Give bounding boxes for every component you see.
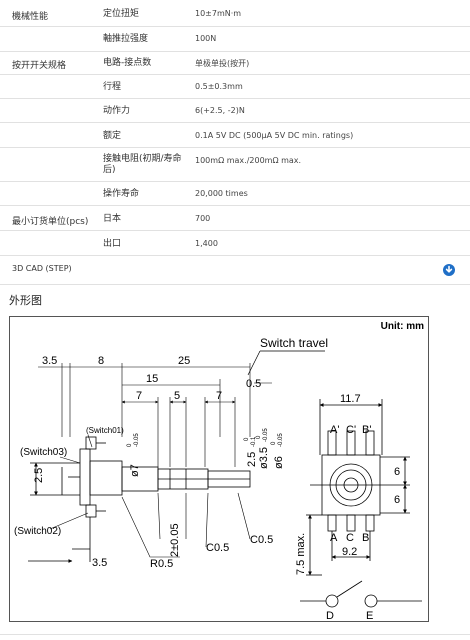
spec-value: 0.5±0.3mm [195, 82, 243, 91]
unit-label: Unit: mm [381, 321, 424, 332]
switch01-label: (Switch01) [86, 426, 124, 435]
dim-phi3-5-tol: -0.05 [263, 428, 269, 442]
spec-item: 軸推拉强度 [103, 34, 149, 44]
dim-11-7: 11.7 [340, 393, 361, 405]
spec-group: 最小订货单位(pcs) [12, 217, 89, 227]
spec-row: 機械性能 定位扭矩 10±7mN·m [0, 0, 470, 27]
dim-phi7-tol0: 0 [127, 443, 133, 447]
spec-row: 出口 1,400 [0, 231, 470, 256]
pin-a-prime: A' [330, 424, 339, 436]
spec-table: 機械性能 定位扭矩 10±7mN·m 軸推拉强度 100N 按开开关规格 电路-… [0, 0, 470, 256]
spec-group: 按开开关规格 [12, 61, 67, 71]
pin-b: B [362, 532, 369, 544]
download-icon[interactable] [443, 264, 455, 276]
spec-value: 700 [195, 214, 211, 223]
switch02-label: (Switch02) [14, 526, 61, 537]
spec-row: 按开开关规格 电路-接点数 单极单投(按开) [0, 52, 470, 75]
spec-item: 定位扭矩 [103, 9, 140, 19]
switch-travel-label: Switch travel [260, 336, 328, 350]
spec-row: 行程 0.5±0.3mm [0, 75, 470, 99]
spec-row: 最小订货单位(pcs) 日本 700 [0, 206, 470, 231]
dim-6b: 6 [394, 494, 400, 506]
dim-2-5-v-tol: -0.1 [251, 436, 257, 447]
spec-row: 接触电阻(初期/寿命后) 100mΩ max./200mΩ max. [0, 148, 470, 182]
divider [0, 634, 470, 635]
dim-7-5-max: 7.5 max. [295, 533, 307, 575]
dim-2-5-v: 2.5 [246, 452, 258, 467]
dim-phi3-5: ø3.5 [258, 447, 270, 469]
dim-phi3-5-tol0: 0 [256, 435, 262, 439]
spec-value: 1,400 [195, 239, 218, 248]
pin-b-prime: B' [362, 424, 371, 436]
dim-phi7-tol: -0.05 [134, 433, 140, 447]
spec-value: 单极单投(按开) [195, 59, 250, 68]
dim-6a: 6 [394, 466, 400, 478]
spec-row: 动作力 6(+2.5, -2)N [0, 99, 470, 123]
spec-item: 操作寿命 [103, 189, 140, 199]
dim-5: 5 [174, 390, 180, 402]
dim-r0-5: R0.5 [150, 558, 173, 570]
spec-item: 动作力 [103, 106, 131, 116]
dim-c0-5-a: C0.5 [206, 542, 229, 554]
spec-group: 機械性能 [12, 12, 49, 22]
spec-row: 軸推拉强度 100N [0, 27, 470, 52]
dim-3-5-bottom: 3.5 [92, 557, 107, 569]
cad-label[interactable]: 3D CAD (STEP) [12, 264, 72, 273]
outline-drawing: Unit: mm Switch travel 3.5 8 25 15 7 [9, 316, 429, 622]
switch-pin-e: E [366, 610, 373, 622]
spec-item: 日本 [103, 214, 122, 224]
dim-phi6-tol: -0.05 [278, 433, 284, 447]
dim-phi6-tol0: 0 [271, 441, 277, 445]
pin-c: C [346, 532, 354, 544]
spec-item: 额定 [103, 131, 122, 141]
dim-15: 15 [146, 373, 158, 385]
dim-9-2: 9.2 [342, 546, 357, 558]
dim-2-5: 2.5 [33, 468, 45, 483]
dim-phi7: ø7 [129, 464, 141, 477]
dim-2-pm: 2±0.05 [169, 523, 181, 557]
spec-item: 接触电阻(初期/寿命后) [103, 154, 182, 175]
dim-c0-5-b: C0.5 [250, 534, 273, 546]
pin-a: A [330, 532, 338, 544]
spec-value: 6(+2.5, -2)N [195, 106, 245, 115]
dim-phi6: ø6 [273, 456, 285, 469]
spec-item: 行程 [103, 82, 122, 92]
spec-row: 额定 0.1A 5V DC (500μA 5V DC min. ratings) [0, 123, 470, 148]
pin-c-prime: C' [346, 424, 356, 436]
dim-0-5: 0.5 [246, 378, 261, 390]
dim-2-5-v-tol0: 0 [244, 437, 250, 441]
dim-7b: 7 [216, 390, 222, 402]
spec-row: 操作寿命 20,000 times [0, 182, 470, 206]
cad-row: 3D CAD (STEP) [0, 256, 470, 285]
spec-value: 0.1A 5V DC (500μA 5V DC min. ratings) [195, 131, 354, 140]
switch03-label: (Switch03) [20, 447, 67, 458]
spec-value: 100mΩ max./200mΩ max. [195, 156, 302, 165]
spec-item: 出口 [103, 239, 122, 249]
spec-value: 20,000 times [195, 189, 248, 198]
section-title: 外形图 [9, 294, 42, 307]
spec-value: 100N [195, 34, 217, 43]
spec-item: 电路-接点数 [103, 58, 152, 68]
dim-7a: 7 [136, 390, 142, 402]
dim-8: 8 [98, 355, 104, 367]
spec-value: 10±7mN·m [195, 9, 242, 18]
switch-pin-d: D [326, 610, 334, 622]
dim-3-5-top: 3.5 [42, 355, 57, 367]
dim-25: 25 [178, 355, 190, 367]
